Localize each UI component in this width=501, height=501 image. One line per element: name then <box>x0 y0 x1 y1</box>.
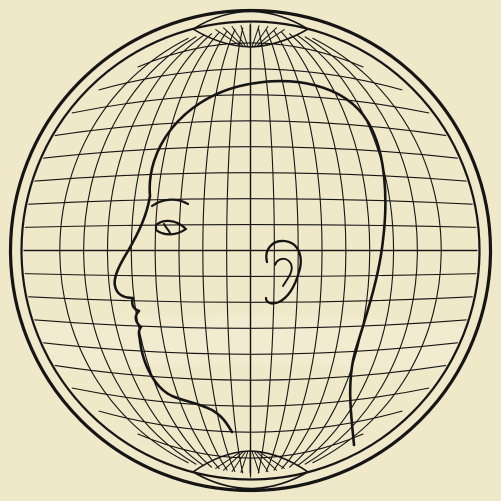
head-on-projection-grid-figure <box>0 0 501 501</box>
figure-canvas <box>0 0 501 501</box>
